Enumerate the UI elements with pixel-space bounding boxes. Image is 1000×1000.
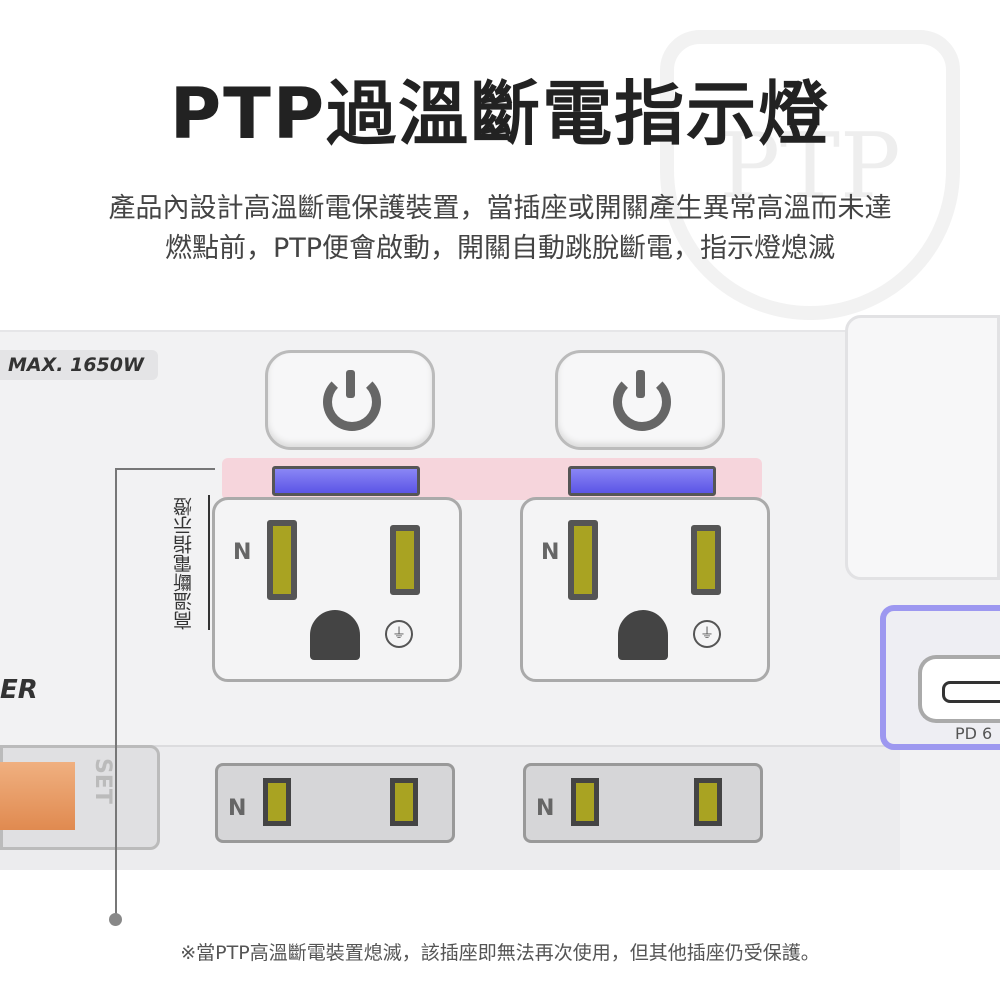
pd-label: PD 6 [955, 724, 993, 743]
ptp-indicator-led-1 [272, 466, 420, 496]
ground-icon: ⏚ [385, 620, 413, 648]
live-slot [390, 525, 420, 595]
outlet-4: N [523, 763, 763, 843]
usb-c-port [918, 655, 1000, 723]
page-title: PTP過溫斷電指示燈 [169, 73, 831, 155]
neutral-label: N [233, 540, 252, 565]
side-module [845, 315, 1000, 580]
outlet-3: N [215, 763, 455, 843]
live-slot [390, 778, 418, 826]
footnote: ※當PTP高溫斷電裝置熄滅，該插座即無法再次使用，但其他插座仍受保護。 [180, 942, 820, 964]
ptp-indicator-led-2 [568, 466, 716, 496]
live-slot [691, 525, 721, 595]
neutral-slot [571, 778, 599, 826]
ground-hole [618, 610, 668, 660]
subtitle-line-1: 產品內設計高溫斷電保護裝置，當插座或開關產生異常高溫而未達 [108, 193, 892, 224]
neutral-slot [568, 520, 598, 600]
subtitle-line-2: 燃點前，PTP便會啟動，開關自動跳脫斷電，指示燈熄滅 [164, 233, 836, 264]
callout-line [115, 468, 215, 918]
master-switch[interactable] [0, 762, 75, 830]
power-switch-1[interactable] [265, 350, 435, 450]
neutral-slot [263, 778, 291, 826]
max-wattage-label: MAX. 1650W [0, 350, 158, 380]
power-switch-2[interactable] [555, 350, 725, 450]
outlet-1: N ⏚ [212, 497, 462, 682]
neutral-slot [267, 520, 297, 600]
live-slot [694, 778, 722, 826]
indicator-label: 高溫斷電指示燈 [170, 495, 210, 630]
neutral-label: N [536, 796, 555, 821]
ground-hole [310, 610, 360, 660]
neutral-label: N [541, 540, 560, 565]
power-icon [613, 370, 671, 431]
ground-icon: ⏚ [693, 620, 721, 648]
power-icon [323, 370, 381, 431]
brand-label-fragment: ER [0, 675, 38, 705]
reset-label: SET [90, 758, 115, 804]
outlet-2: N ⏚ [520, 497, 770, 682]
neutral-label: N [228, 796, 247, 821]
callout-dot [109, 913, 122, 926]
